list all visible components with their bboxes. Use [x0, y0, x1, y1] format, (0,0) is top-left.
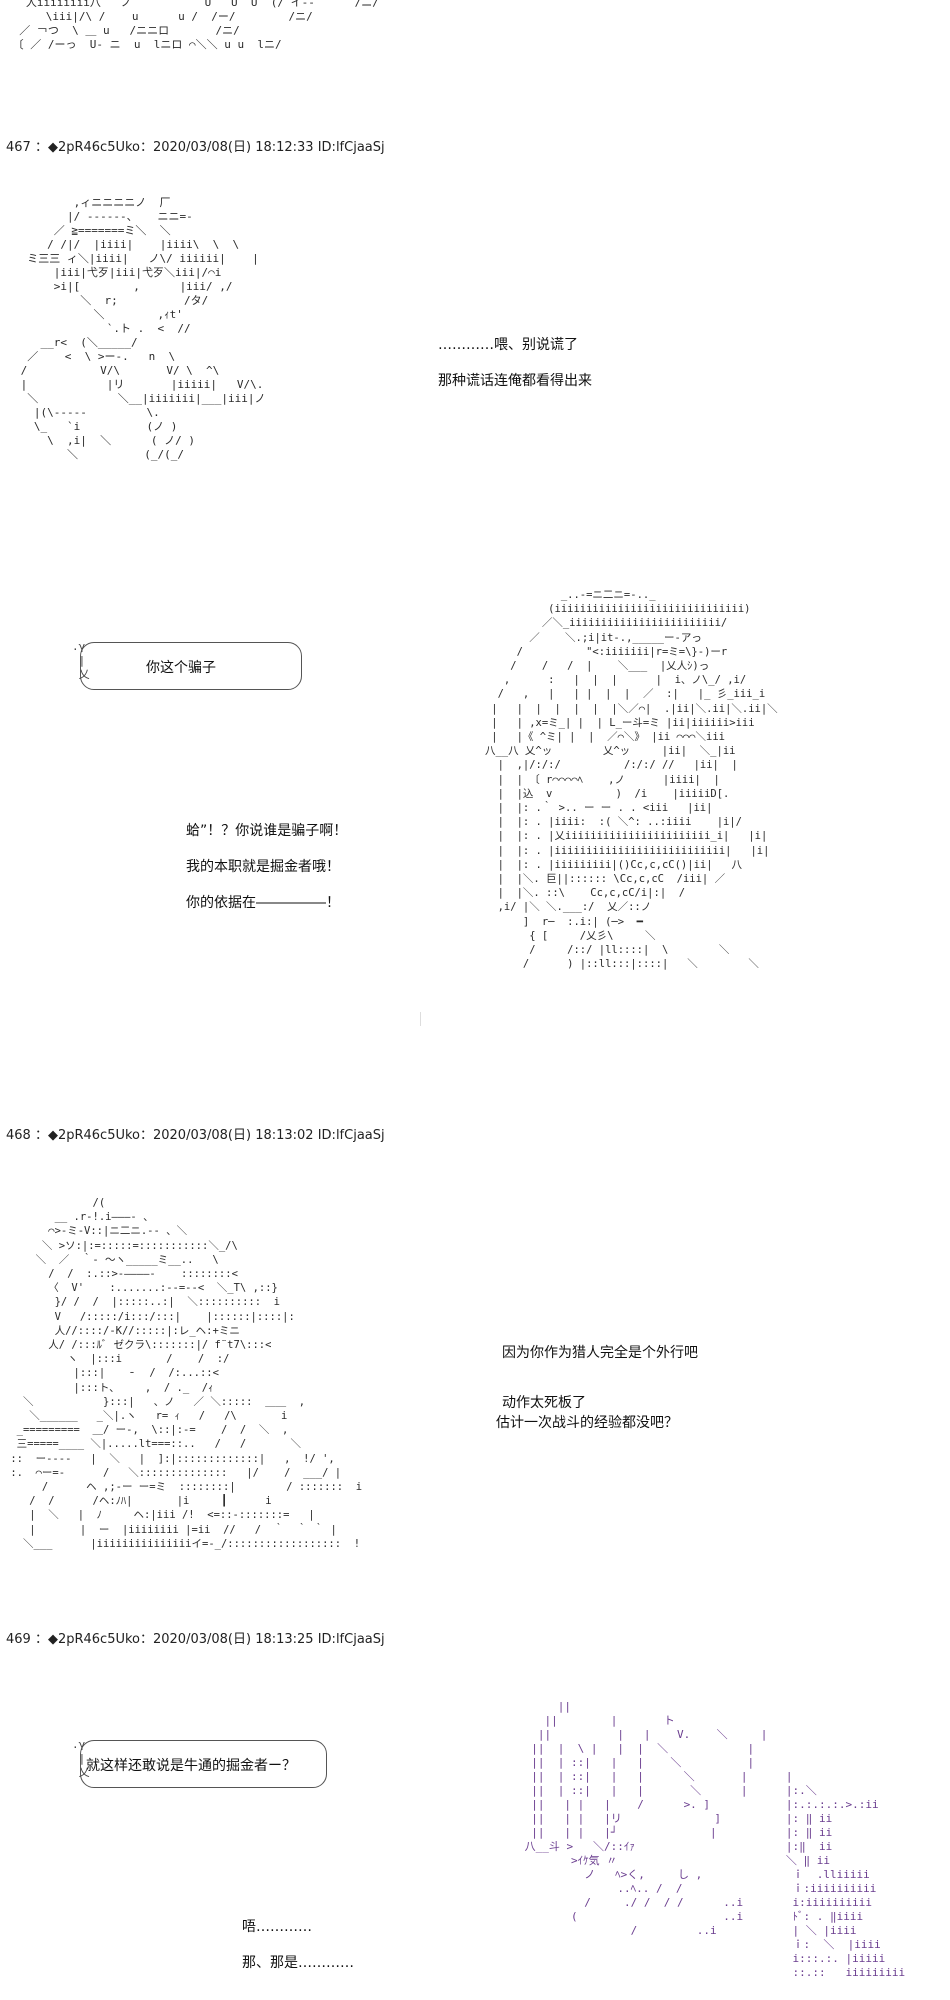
dialogue-line: 那种谎话连俺都看得出来 — [438, 373, 592, 389]
ascii-art-character-cap: ,ィニニニニノ 厂 |/ ------、 ニニ=- ／ ≧=======ミ＼ ＼… — [20, 196, 266, 461]
reply-line: 你的依据在―――――！ — [186, 895, 340, 911]
post-header-469: 469 ：◆2pR46c5Uko：2020/03/08(日) 18:13:25 … — [6, 1632, 385, 1647]
bubble-text: 你这个骗子 — [146, 660, 216, 676]
post-header-468: 468 ：◆2pR46c5Uko：2020/03/08(日) 18:13:02 … — [6, 1128, 385, 1143]
dialogue-line: 因为你作为猎人完全是个外行吧 — [502, 1345, 698, 1361]
reply-line: 蛤”！？你说谁是骗子啊！ — [186, 823, 348, 839]
dialogue-line: 估计一次战斗的经验都没吧？ — [496, 1415, 678, 1431]
top-ascii-art: 人iiiiiiii八 ノ U U U (/ イ-- /ニ/ \iii|/\ / … — [12, 0, 379, 51]
dialogue-line: 动作太死板了 — [502, 1395, 586, 1411]
post-header-467: 467 ：◆2pR46c5Uko：2020/03/08(日) 18:12:33 … — [6, 140, 385, 155]
divider — [420, 1012, 421, 1026]
reply-line: 唔………… — [242, 1919, 312, 1935]
reply-line: 那、那是………… — [242, 1955, 354, 1971]
reply-line: 我的本职就是掘金者哦！ — [186, 859, 340, 875]
bubble-tail-icon: .γ | 乂 — [72, 640, 90, 681]
bubble-tail-icon: .γ | 乂 — [72, 1738, 90, 1779]
dialogue-line: …………喂、别说谎了 — [438, 337, 578, 353]
ascii-art-figure-purple-right: | |:.＼ |:.:.:.:.>.:ii |: ‖ ii |: ‖ ii |:… — [785, 1770, 906, 1979]
speech-bubble — [80, 1740, 327, 1788]
ascii-art-character-hunter: /( __ .r‐!.i―――- 、 ⌒>‐ミ-V::|ニ二ニ.-- 、＼ ＼ … — [10, 1197, 363, 1550]
ascii-art-figure-purple: || || | ト || | | V. ＼ | || | \ | | | ＼ |… — [524, 1700, 768, 1937]
bubble-text: 就这样还敢说是牛通的掘金者ー？ — [86, 1758, 296, 1774]
ascii-art-character-helmet: _..-=ニ二ニ=-.._ (iiiiiiiiiiiiiiiiiiiiiiiii… — [484, 589, 778, 971]
speech-bubble — [80, 642, 302, 690]
